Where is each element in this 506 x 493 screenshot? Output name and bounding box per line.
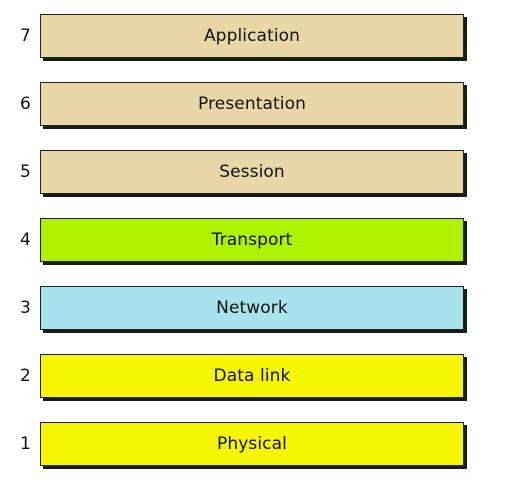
layer-row-4: 4 Transport — [0, 218, 506, 266]
layer-row-1: 1 Physical — [0, 422, 506, 470]
layer-box-network: Network — [40, 286, 464, 330]
layer-label-session: Session — [219, 162, 285, 182]
layer-box-transport: Transport — [40, 218, 464, 262]
layer-row-7: 7 Application — [0, 14, 506, 62]
layer-number-2: 2 — [20, 366, 31, 386]
layer-box-application: Application — [40, 14, 464, 58]
layer-box-session: Session — [40, 150, 464, 194]
layer-box-presentation: Presentation — [40, 82, 464, 126]
layer-number-3: 3 — [20, 298, 31, 318]
layer-label-data-link: Data link — [213, 366, 291, 386]
layer-number-6: 6 — [20, 94, 31, 114]
layer-label-application: Application — [203, 26, 301, 46]
layer-label-transport: Transport — [211, 230, 293, 250]
layer-row-2: 2 Data link — [0, 354, 506, 402]
layer-label-network: Network — [216, 298, 288, 318]
layer-box-physical: Physical — [40, 422, 464, 466]
layer-number-1: 1 — [20, 434, 31, 454]
layer-label-physical: Physical — [217, 434, 287, 454]
layer-row-3: 3 Network — [0, 286, 506, 334]
layer-number-7: 7 — [20, 26, 31, 46]
layer-label-presentation: Presentation — [198, 94, 306, 114]
layer-row-5: 5 Session — [0, 150, 506, 198]
layer-number-5: 5 — [20, 162, 31, 182]
layer-row-6: 6 Presentation — [0, 82, 506, 130]
layer-number-4: 4 — [20, 230, 31, 250]
layer-box-data-link: Data link — [40, 354, 464, 398]
